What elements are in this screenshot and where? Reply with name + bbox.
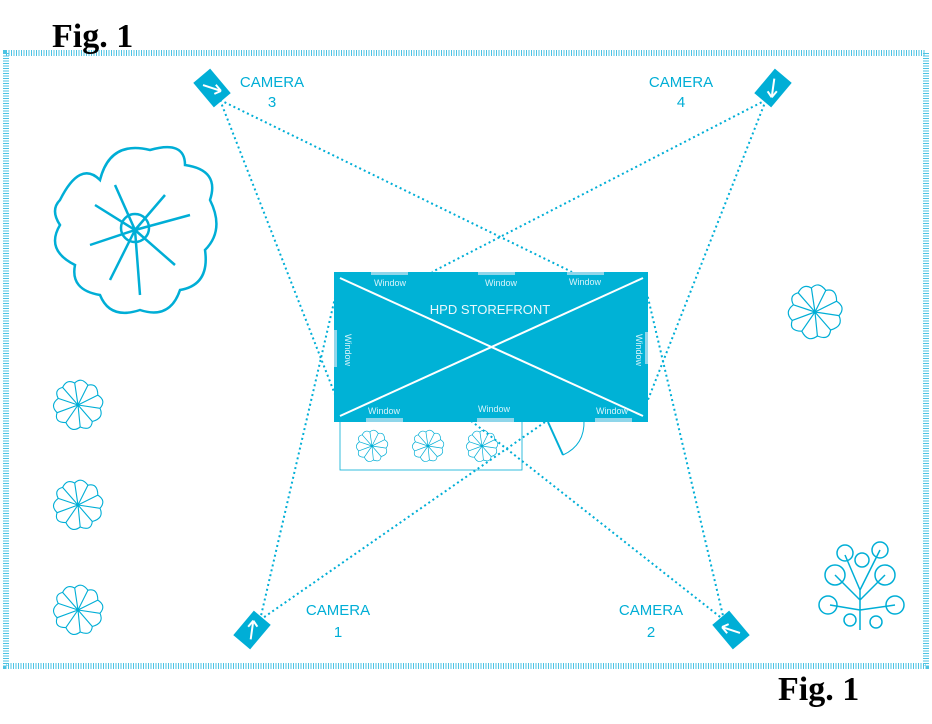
window-label: Window	[374, 278, 407, 288]
svg-text:4: 4	[677, 94, 685, 111]
flower-icon	[412, 429, 445, 462]
flower-icon	[52, 379, 104, 431]
svg-text:CAMERA: CAMERA	[240, 74, 304, 91]
planter-box	[339, 419, 523, 471]
figure-label-top: Fig. 1	[52, 18, 133, 55]
camera-3: CAMERA 3	[192, 67, 304, 111]
door	[547, 419, 585, 456]
storefront-title: HPD STOREFRONT	[430, 302, 550, 317]
svg-text:2: 2	[647, 624, 655, 641]
flower-icon	[356, 429, 389, 462]
flower-icon	[52, 479, 104, 531]
window-label: Window	[343, 334, 353, 367]
site-boundary	[3, 50, 929, 669]
camera-1: CAMERA 1	[232, 602, 370, 651]
window-label: Window	[569, 277, 602, 287]
flower-icon	[787, 284, 843, 340]
camera-sight-lines	[219, 99, 767, 621]
svg-text:CAMERA: CAMERA	[619, 602, 683, 619]
window-label: Window	[368, 406, 401, 416]
svg-text:CAMERA: CAMERA	[306, 602, 370, 619]
camera-icon	[753, 67, 793, 109]
hpd-storefront: HPD STOREFRONT Window Window Window Wind…	[334, 272, 648, 422]
window-label: Window	[596, 406, 629, 416]
camera-2: CAMERA 2	[619, 602, 751, 651]
tree-icon	[53, 145, 218, 315]
svg-text:1: 1	[334, 624, 342, 641]
flower-icon	[52, 584, 104, 636]
camera-4: CAMERA 4	[649, 67, 793, 111]
flower-icon	[466, 429, 499, 462]
window-label: Window	[485, 278, 518, 288]
svg-text:3: 3	[268, 94, 276, 111]
window-label: Window	[478, 404, 511, 414]
svg-text:CAMERA: CAMERA	[649, 74, 713, 91]
window-label: Window	[634, 334, 644, 367]
figure-label-bottom: Fig. 1	[778, 671, 859, 708]
shrub-icon	[818, 541, 905, 630]
